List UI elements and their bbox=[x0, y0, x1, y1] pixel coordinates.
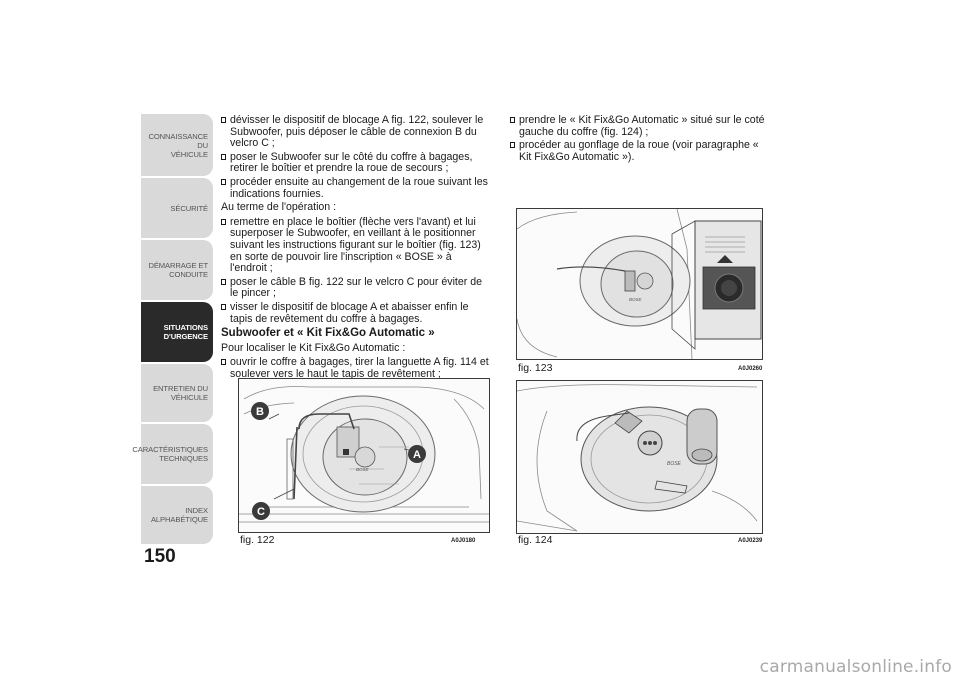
watermark: carmanualsonline.info bbox=[759, 657, 952, 677]
checkbox-bullet-icon bbox=[221, 178, 226, 185]
checkbox-bullet-icon bbox=[221, 278, 226, 285]
figure-124: BOSE bbox=[516, 380, 763, 534]
tab-index-alphabetique[interactable]: INDEX ALPHABÉTIQUE bbox=[141, 486, 213, 544]
bose-logo-text: BOSE bbox=[629, 297, 643, 302]
list-item: poser le câble B fig. 122 sur le velcro … bbox=[221, 276, 489, 300]
list-item: procéder ensuite au changement de la rou… bbox=[221, 176, 489, 200]
tab-connaissance-du-vehicule[interactable]: CONNAISSANCE DU VÉHICULE bbox=[141, 114, 213, 176]
callouts-layer: A B C BOSE bbox=[251, 402, 426, 520]
checkbox-bullet-icon bbox=[221, 153, 226, 160]
subwoofer-orientation-illustration: BOSE bbox=[517, 209, 762, 359]
callout-a: A bbox=[408, 445, 426, 463]
page-number: 150 bbox=[144, 546, 176, 567]
list-item: poser le Subwoofer sur le côté du coffre… bbox=[221, 151, 489, 175]
fig-122-code: A0J0180 bbox=[451, 538, 476, 544]
right-column: prendre le « Kit Fix&Go Automatic » situ… bbox=[510, 114, 772, 165]
paragraph: Au terme de l'opération : bbox=[221, 201, 337, 214]
subwoofer-removal-illustration bbox=[239, 386, 489, 523]
list-item: ouvrir le coffre à bagages, tirer la lan… bbox=[221, 357, 489, 380]
figure-122: A B C BOSE bbox=[238, 378, 490, 533]
fig-123-code: A0J0260 bbox=[738, 366, 763, 372]
list-item: procéder au gonflage de la roue (voir pa… bbox=[510, 139, 772, 163]
fig-122-label: fig. 122 bbox=[240, 534, 275, 546]
fix-and-go-kit-illustration: BOSE bbox=[517, 384, 758, 532]
callout-c: C bbox=[252, 502, 270, 520]
fig-123-label: fig. 123 bbox=[518, 362, 553, 374]
left-column: dévisser le dispositif de blocage A fig.… bbox=[221, 114, 489, 382]
bose-logo-text: BOSE bbox=[356, 467, 370, 472]
checkbox-bullet-icon bbox=[221, 218, 226, 225]
tab-situations-d-urgence[interactable]: SITUATIONS D'URGENCE bbox=[141, 302, 213, 362]
section-heading: Subwoofer et « Kit Fix&Go Automatic » bbox=[221, 327, 435, 340]
list-item: remettre en place le boîtier (flèche ver… bbox=[221, 216, 489, 275]
checkbox-bullet-icon bbox=[221, 117, 226, 123]
paragraph: Pour localiser le Kit Fix&Go Automatic : bbox=[221, 341, 406, 354]
tab-securite[interactable]: SÉCURITÉ bbox=[141, 178, 213, 238]
checkbox-bullet-icon bbox=[221, 303, 226, 310]
tab-demarrage-et-conduite[interactable]: DÉMARRAGE ET CONDUITE bbox=[141, 240, 213, 300]
tab-entretien-du-vehicule[interactable]: ENTRETIEN DU VÉHICULE bbox=[141, 364, 213, 422]
figure-123: BOSE bbox=[516, 208, 763, 360]
bose-logo-text: BOSE bbox=[667, 461, 682, 467]
svg-text:C: C bbox=[257, 506, 265, 518]
list-item: visser le dispositif de blocage A et aba… bbox=[221, 301, 489, 325]
checkbox-bullet-icon bbox=[510, 117, 515, 123]
list-item: prendre le « Kit Fix&Go Automatic » situ… bbox=[510, 114, 772, 138]
fig-124-label: fig. 124 bbox=[518, 534, 553, 546]
checkbox-bullet-icon bbox=[510, 142, 515, 149]
arrow-up-icon bbox=[717, 255, 733, 263]
list-item: dévisser le dispositif de blocage A fig.… bbox=[221, 114, 489, 150]
checkbox-bullet-icon bbox=[221, 359, 226, 366]
svg-text:B: B bbox=[256, 406, 264, 418]
svg-text:A: A bbox=[413, 449, 421, 461]
tab-caracteristiques-techniques[interactable]: CARACTÉRISTIQUES TECHNIQUES bbox=[132, 424, 213, 484]
callout-b: B bbox=[251, 402, 269, 420]
fig-124-code: A0J0239 bbox=[738, 538, 763, 544]
